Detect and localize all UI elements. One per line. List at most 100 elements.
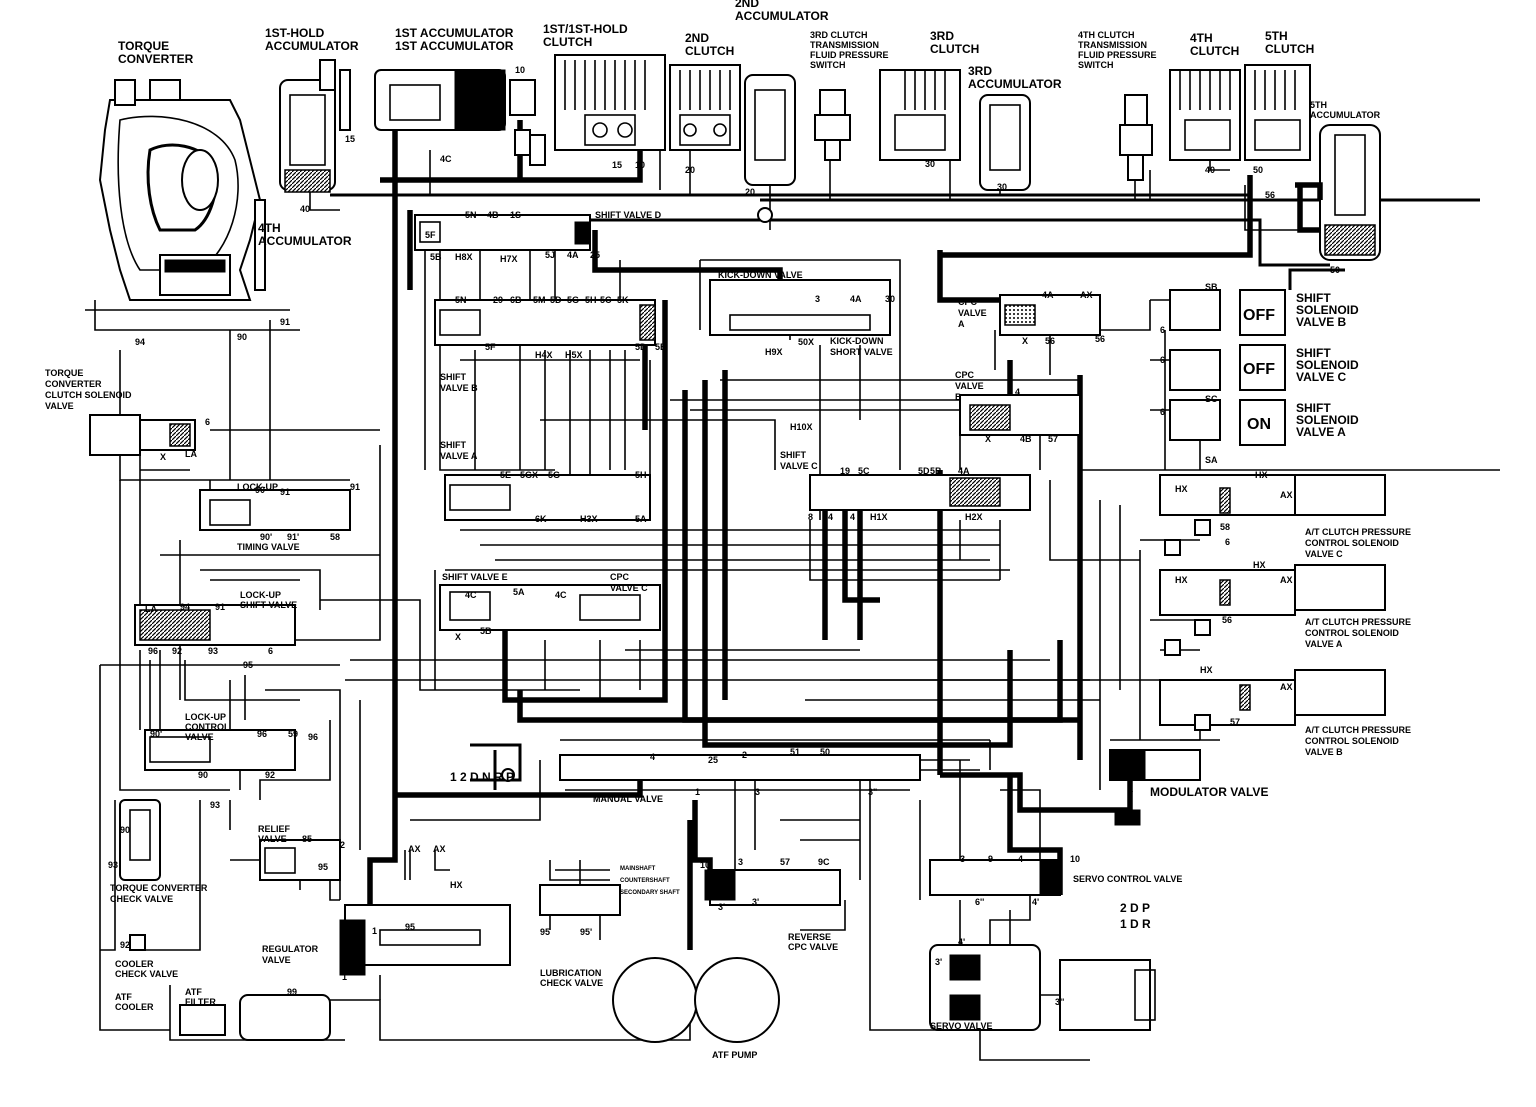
label-tc-check-1: TORQUE CONVERTER bbox=[110, 883, 208, 893]
port: AX bbox=[408, 844, 421, 854]
port: 15 bbox=[345, 134, 355, 144]
port: 5J bbox=[545, 250, 555, 260]
port: 4C bbox=[440, 154, 452, 164]
label-relief-1: RELIEF bbox=[258, 824, 291, 834]
port: 93 bbox=[210, 800, 220, 810]
label-fourth-acc-1: 4TH bbox=[258, 221, 281, 235]
label-tc-solenoid-4: VALVE bbox=[45, 401, 74, 411]
port: 5A bbox=[513, 587, 525, 597]
port: 6 bbox=[268, 646, 273, 656]
port: 96 bbox=[257, 729, 267, 739]
label-lockup-shift-1: LOCK-UP bbox=[240, 590, 281, 600]
label-atf-filter-1: ATF bbox=[185, 987, 202, 997]
port: HX bbox=[450, 880, 463, 890]
label-modulator-valve: MODULATOR VALVE bbox=[1150, 785, 1268, 799]
port: 93 bbox=[108, 860, 118, 870]
port: 6 bbox=[1225, 537, 1230, 547]
port: 56 bbox=[1222, 615, 1232, 625]
port: 95' bbox=[580, 927, 592, 937]
port: HX bbox=[1200, 665, 1213, 675]
top-components bbox=[254, 54, 1381, 291]
label-tc-solenoid-2: CONVERTER bbox=[45, 379, 102, 389]
port-labels: 15 15 10 10 10 10 4C 4C 4C 40 40 20 20 3… bbox=[108, 65, 1340, 1007]
label-secondary-shaft: SECONDARY SHAFT bbox=[620, 890, 680, 896]
port: 5M bbox=[533, 295, 546, 305]
label-third-switch-1: 3RD CLUTCH bbox=[810, 30, 868, 40]
port: LA bbox=[185, 449, 197, 459]
port: 5B bbox=[655, 342, 667, 352]
port: 56 bbox=[1265, 190, 1275, 200]
label-first-hold-clutch-2: CLUTCH bbox=[543, 35, 592, 49]
label-fourth-switch-3: FLUID PRESSURE bbox=[1078, 50, 1157, 60]
label-lockup-control-1: LOCK-UP bbox=[185, 712, 226, 722]
label-gear-positions: 1 2 D N R P bbox=[450, 770, 514, 784]
port: 5B bbox=[430, 252, 442, 262]
port: 8 bbox=[808, 512, 813, 522]
label-first-hold-clutch-1: 1ST/1ST-HOLD bbox=[543, 22, 628, 36]
label-lubrication-2: CHECK VALVE bbox=[540, 978, 603, 988]
port: 30 bbox=[885, 294, 895, 304]
label-pressure-b-3: VALVE B bbox=[1305, 747, 1343, 757]
label-shift-valve-d: SHIFT VALVE D bbox=[595, 210, 662, 220]
port: 1 bbox=[342, 972, 347, 982]
regulator-valve-body bbox=[344, 904, 511, 966]
port: 57 bbox=[1230, 717, 1240, 727]
label-solenoid-a-1: SHIFT bbox=[1296, 401, 1331, 415]
port: 91 bbox=[350, 482, 360, 492]
port: 5D bbox=[635, 342, 647, 352]
port: 92 bbox=[265, 770, 275, 780]
port: H4X bbox=[535, 350, 553, 360]
port: 6K bbox=[535, 514, 547, 524]
port: 5G bbox=[548, 470, 560, 480]
kick-down-valve-body bbox=[709, 279, 891, 336]
torque-converter bbox=[85, 79, 300, 331]
port: H3X bbox=[580, 514, 598, 524]
port: 90' bbox=[150, 729, 162, 739]
port: SB bbox=[1205, 282, 1218, 292]
solenoid-c-box bbox=[1239, 344, 1286, 391]
label-fifth-acc-1: 5TH bbox=[1310, 100, 1327, 110]
port: 25 bbox=[708, 755, 718, 765]
label-reverse-cpc-2: CPC VALVE bbox=[788, 942, 838, 952]
label-first-hold-acc-1: 1ST-HOLD bbox=[265, 26, 325, 40]
label-manual-valve: MANUAL VALVE bbox=[593, 794, 663, 804]
port: 96 bbox=[308, 732, 318, 742]
port: 5A bbox=[635, 514, 647, 524]
second-accumulator-body bbox=[744, 74, 796, 186]
label-third-switch-4: SWITCH bbox=[810, 60, 846, 70]
port: 90 bbox=[237, 332, 247, 342]
port: 40 bbox=[300, 204, 310, 214]
port: X bbox=[160, 452, 166, 462]
third-accumulator-body bbox=[979, 94, 1031, 191]
port: 6 bbox=[1160, 325, 1165, 335]
label-countershaft: COUNTERSHAFT bbox=[620, 878, 670, 884]
label-solenoid-c-1: SHIFT bbox=[1296, 346, 1331, 360]
manual-valve-body bbox=[559, 754, 921, 781]
label-torque-converter-2: CONVERTER bbox=[118, 52, 194, 66]
port: X bbox=[455, 632, 461, 642]
port: X bbox=[1022, 336, 1028, 346]
port: 1 bbox=[372, 926, 377, 936]
port: 3' bbox=[935, 957, 942, 967]
port: 1 bbox=[1128, 784, 1133, 794]
port: 58 bbox=[1220, 522, 1230, 532]
lockup-timing-valve-body bbox=[199, 489, 351, 531]
port: 90 bbox=[198, 770, 208, 780]
label-third-acc-2: ACCUMULATOR bbox=[968, 77, 1062, 91]
port: 5G bbox=[567, 295, 579, 305]
port: 4B bbox=[1020, 434, 1032, 444]
port: 50 bbox=[1330, 265, 1340, 275]
label-atf-cooler-2: COOLER bbox=[115, 1002, 154, 1012]
label-lockup-control-2: CONTROL bbox=[185, 722, 230, 732]
port: 4 bbox=[650, 752, 655, 762]
port: 3' bbox=[718, 902, 725, 912]
port: 19 bbox=[840, 466, 850, 476]
solenoid-b-box bbox=[1239, 289, 1286, 336]
label-pressure-a-3: VALVE A bbox=[1305, 639, 1343, 649]
port: 50 bbox=[1253, 165, 1263, 175]
fourth-clutch-body bbox=[1169, 69, 1241, 161]
label-second-clutch-2: CLUTCH bbox=[685, 44, 734, 58]
port: 3 bbox=[738, 857, 743, 867]
port: 91 bbox=[280, 317, 290, 327]
